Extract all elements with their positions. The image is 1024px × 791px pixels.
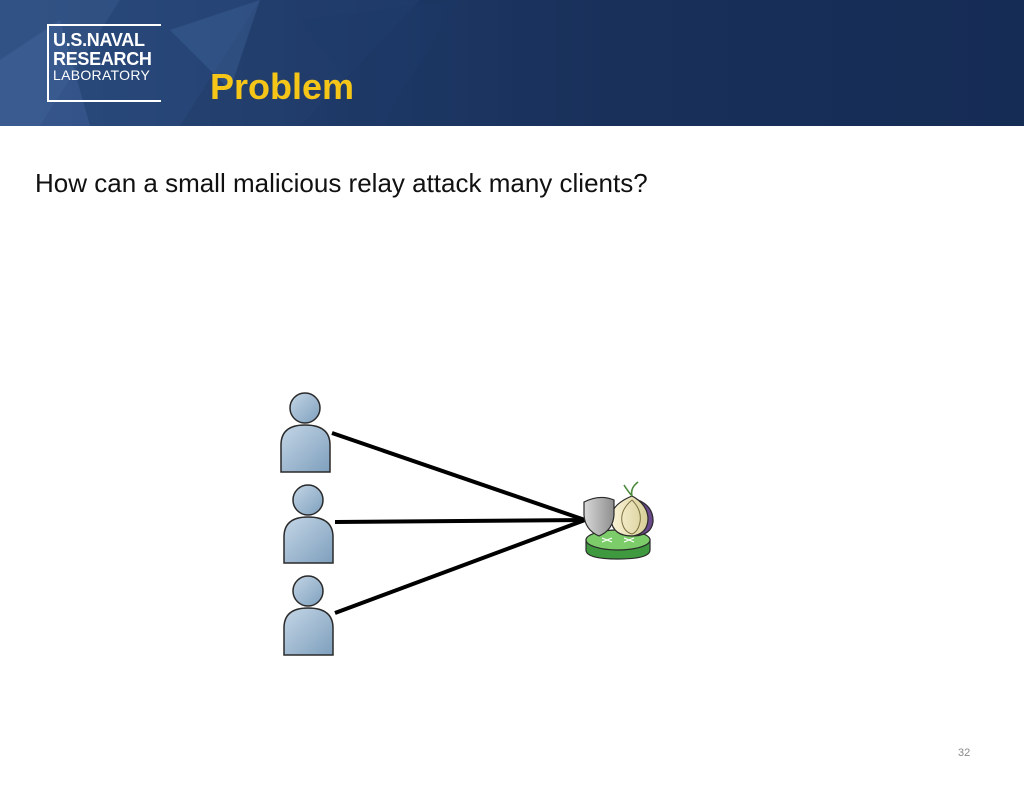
page-number: 32: [958, 747, 971, 759]
client-person-icon: [283, 575, 334, 656]
connection-line-1: [331, 431, 586, 522]
connection-line-2: [334, 518, 586, 524]
shield-icon: [583, 496, 615, 537]
client-person-icon: [283, 484, 334, 564]
logo-line-2: RESEARCH: [53, 49, 152, 69]
connection-line-3: [334, 518, 586, 615]
slide-question: How can a small malicious relay attack m…: [35, 168, 648, 198]
onion-icon: [610, 481, 654, 537]
logo-line-3: LABORATORY: [53, 67, 151, 83]
slide-title: Problem: [210, 66, 355, 107]
header-banner: U.S.NAVAL RESEARCH LABORATORY Problem: [0, 0, 1024, 126]
header-background-pattern: [0, 0, 460, 126]
nrl-logo-frame: [47, 24, 161, 102]
client-person-icon: [280, 392, 331, 473]
logo-line-1: U.S.NAVAL: [53, 30, 145, 50]
